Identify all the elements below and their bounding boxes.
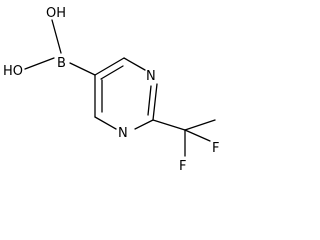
ring-bond-n3-c2-inner (147, 85, 152, 116)
atom-label-oh-left: HO (3, 64, 23, 79)
atom-label-oh-top: OH (46, 6, 66, 21)
atom-label-f-bottom: F (179, 159, 186, 174)
atom-label-boron: B (57, 56, 66, 71)
bond-b-ring (69, 62, 96, 76)
ring-bond-c5-c4 (94, 57, 125, 76)
atom-label-n-top: N (146, 69, 156, 84)
ring-bond-c4-n3 (123, 57, 146, 71)
bond-b-oh-top (51, 19, 62, 54)
bond-b-oh-left (24, 57, 55, 70)
structure-canvas: OH HO B N N F F (3, 6, 219, 174)
ring-bond-c2-n1 (134, 119, 154, 130)
pyrimidine-boronic-acid-structure: OH HO B N N F F (3, 6, 219, 174)
atom-label-n-bottom: N (118, 126, 128, 141)
bond-cf2-f-right (184, 129, 211, 142)
ring-bond-n1-c6 (94, 116, 117, 130)
bond-c2-cf2 (152, 119, 186, 131)
bond-cf2-methyl (184, 119, 216, 131)
ring-bond-n3-c2-outer (152, 83, 158, 121)
ring-bond-c5-c4-inner (100, 65, 124, 80)
atom-label-f-right: F (212, 141, 219, 156)
